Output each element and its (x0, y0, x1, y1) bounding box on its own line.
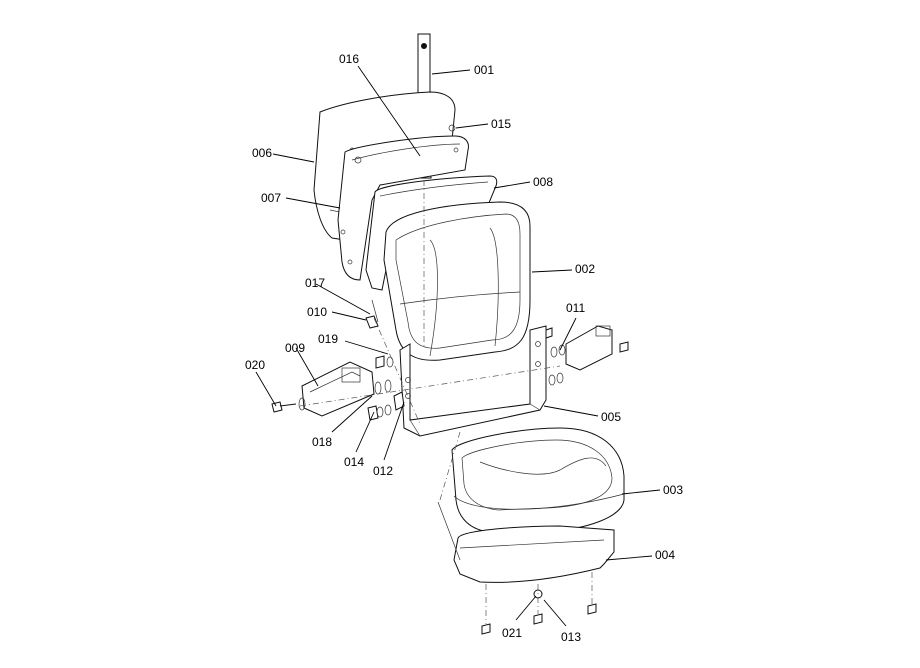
part-009-left-bracket (301, 361, 375, 417)
label-007: 007 (261, 191, 281, 205)
label-012: 012 (373, 464, 393, 478)
label-019: 019 (318, 332, 338, 346)
part-labels: 001 002 003 004 005 006 007 008 009 010 … (245, 52, 683, 644)
label-020: 020 (245, 358, 265, 372)
label-014: 014 (344, 455, 364, 469)
label-011: 011 (566, 301, 585, 315)
label-009: 009 (285, 341, 305, 355)
label-004: 004 (655, 548, 675, 562)
label-018: 018 (312, 435, 332, 449)
label-015: 015 (491, 117, 511, 131)
part-003-seat-cushion (451, 427, 625, 533)
leader-lines (255, 65, 661, 627)
label-016: 016 (339, 52, 359, 66)
part-005-seat-frame (399, 325, 547, 437)
label-005: 005 (601, 410, 621, 424)
label-003: 003 (663, 483, 683, 497)
label-010: 010 (307, 305, 327, 319)
part-011-right-bracket (565, 325, 613, 371)
part-004-base-plate (437, 501, 615, 583)
label-002: 002 (575, 262, 595, 276)
assembly-axes (299, 180, 593, 624)
label-021: 021 (502, 626, 522, 640)
part-002-backrest-cushion (383, 201, 531, 361)
fasteners (271, 124, 629, 635)
part-007-back-panel (337, 135, 469, 281)
label-001: 001 (474, 63, 494, 77)
label-008: 008 (533, 175, 553, 189)
label-013: 013 (561, 630, 581, 644)
label-017: 017 (305, 276, 325, 290)
label-006: 006 (252, 146, 272, 160)
